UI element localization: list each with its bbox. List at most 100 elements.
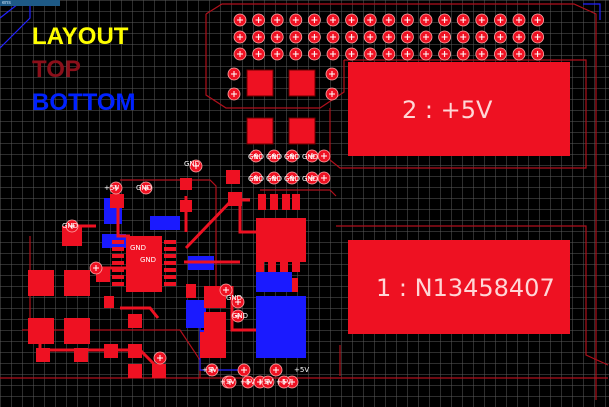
via	[493, 47, 507, 61]
via	[456, 47, 470, 61]
via	[289, 47, 303, 61]
ic-pin	[164, 268, 176, 272]
pad-label: +5V	[220, 378, 235, 386]
ic-pin	[112, 268, 124, 272]
via	[270, 47, 284, 61]
via	[493, 13, 507, 27]
via	[475, 47, 489, 61]
via	[252, 47, 266, 61]
via	[326, 30, 340, 44]
via	[325, 67, 339, 81]
via	[438, 47, 452, 61]
via	[89, 261, 103, 275]
via	[227, 67, 241, 81]
via	[512, 47, 526, 61]
via	[270, 30, 284, 44]
via	[307, 13, 321, 27]
via	[231, 295, 245, 309]
legend-layout: LAYOUT	[32, 23, 129, 50]
via	[189, 159, 203, 173]
via	[285, 149, 299, 163]
via	[382, 13, 396, 27]
pad-label: +5V	[104, 184, 119, 192]
upper-pads[interactable]	[246, 69, 316, 145]
via	[345, 47, 359, 61]
pad-label: GND	[266, 153, 282, 161]
ic-chip[interactable]	[112, 236, 176, 292]
via	[456, 30, 470, 44]
via	[512, 13, 526, 27]
ic-pin	[164, 240, 176, 244]
via	[233, 13, 247, 27]
via	[317, 149, 331, 163]
window-tab[interactable]: ens	[0, 0, 60, 6]
pad-net-1[interactable]	[348, 240, 570, 334]
ic-pin	[112, 254, 124, 258]
via	[139, 181, 153, 195]
via	[456, 13, 470, 27]
via	[419, 30, 433, 44]
ic-pin	[164, 247, 176, 251]
pad-label: GND	[266, 175, 282, 183]
via	[531, 30, 544, 44]
via	[261, 375, 275, 389]
via	[363, 13, 377, 27]
pad-label: +5V	[258, 378, 273, 386]
via	[153, 351, 167, 365]
ic-pin	[164, 254, 176, 258]
ic-pin	[164, 261, 176, 265]
ic-pin	[112, 261, 124, 265]
pad-label: GND	[136, 184, 152, 192]
via	[326, 13, 340, 27]
net-1-label: 1 : N13458407	[376, 274, 555, 302]
via-markers	[65, 67, 339, 389]
pad-label: +5V	[276, 378, 291, 386]
via	[345, 30, 359, 44]
via	[219, 283, 233, 297]
pad-label: +5V	[240, 378, 255, 386]
via	[233, 47, 247, 61]
via	[233, 30, 247, 44]
via	[512, 30, 526, 44]
via	[289, 13, 303, 27]
via	[305, 171, 319, 185]
via	[252, 30, 266, 44]
via	[382, 47, 396, 61]
via	[231, 309, 245, 323]
via	[325, 87, 339, 101]
ic-pin	[112, 240, 124, 244]
via	[237, 363, 251, 377]
pad-label: GND	[184, 160, 200, 168]
header-connector[interactable]	[233, 13, 544, 61]
via	[475, 13, 489, 27]
via	[438, 13, 452, 27]
via	[326, 47, 340, 61]
via	[285, 171, 299, 185]
via	[400, 47, 414, 61]
pad-net-2[interactable]	[348, 62, 570, 156]
via	[345, 13, 359, 27]
ic-pin	[164, 275, 176, 279]
via	[109, 181, 123, 195]
via	[531, 47, 544, 61]
via	[205, 363, 219, 377]
via	[382, 30, 396, 44]
via	[475, 30, 489, 44]
via	[317, 171, 331, 185]
pad-label: GND	[140, 256, 156, 264]
pad-label: +5V	[294, 366, 309, 374]
pad-label: GND	[130, 244, 146, 252]
left-parts[interactable]	[28, 194, 226, 378]
via	[307, 30, 321, 44]
via	[438, 30, 452, 44]
legend-top: TOP	[32, 56, 81, 83]
via	[363, 30, 377, 44]
pad-label: GND	[248, 175, 264, 183]
pad-label: GND	[284, 175, 300, 183]
pad-label: GND	[302, 175, 318, 183]
via	[227, 87, 241, 101]
via	[307, 47, 321, 61]
